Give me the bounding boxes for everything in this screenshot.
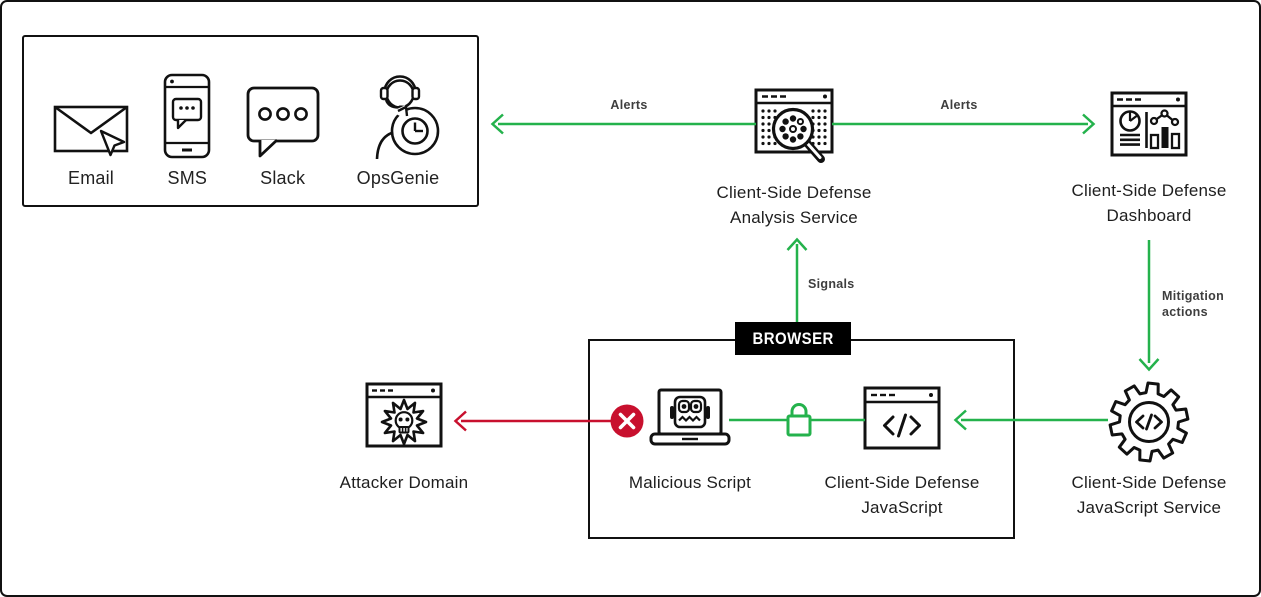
arrow-alerts-to-dashboard xyxy=(832,113,1096,135)
channel-opsgenie: OpsGenie xyxy=(353,67,443,189)
dashboard-label-line2: Dashboard xyxy=(1106,206,1192,225)
channel-sms: SMS xyxy=(162,73,212,189)
arrow-mitigation-actions xyxy=(1138,240,1160,372)
opsgenie-icon xyxy=(353,67,443,159)
alerts-right-label: Alerts xyxy=(940,98,978,112)
arrow-alerts-to-notifications xyxy=(490,113,756,135)
channel-sms-label: SMS xyxy=(167,168,208,188)
slack-icon xyxy=(245,85,321,159)
browser-tag-label: BROWSER xyxy=(752,328,834,348)
alerts-left-label: Alerts xyxy=(610,98,648,112)
dashboard-icon xyxy=(1109,90,1189,158)
csd-javascript-label-line2: JavaScript xyxy=(861,498,943,517)
browser-tag: BROWSER xyxy=(735,322,851,355)
csd-javascript-label-line1: Client-Side Defense xyxy=(824,473,980,492)
arrow-jsservice-to-javascript xyxy=(953,409,1108,431)
arrow-blocked-to-attacker xyxy=(453,410,624,432)
node-js-service: Client-Side Defense JavaScript Service xyxy=(1049,380,1249,520)
arrow-signals xyxy=(786,237,808,324)
attacker-domain-icon xyxy=(364,380,444,452)
analysis-service-label-line2: Analysis Service xyxy=(730,208,858,227)
channel-opsgenie-label: OpsGenie xyxy=(356,168,440,188)
channel-email-label: Email xyxy=(67,168,114,188)
code-window-icon xyxy=(863,386,941,450)
code-gear-icon xyxy=(1107,380,1191,464)
node-attacker-domain: Attacker Domain xyxy=(304,380,504,495)
lock-icon xyxy=(786,403,812,437)
channel-email: Email xyxy=(52,97,130,189)
attacker-domain-label: Attacker Domain xyxy=(339,473,469,492)
node-dashboard: Client-Side Defense Dashboard xyxy=(1049,90,1249,228)
node-malicious-script: Malicious Script xyxy=(590,388,790,495)
mitigation-actions-label: Mitigation actions xyxy=(1162,289,1225,319)
dashboard-label-line1: Client-Side Defense xyxy=(1071,181,1227,200)
blocked-x-icon xyxy=(610,404,644,438)
channel-slack-label: Slack xyxy=(260,168,306,188)
js-service-label-line1: Client-Side Defense xyxy=(1071,473,1227,492)
signals-label: Signals xyxy=(808,277,855,291)
node-csd-javascript: Client-Side Defense JavaScript xyxy=(802,386,1002,520)
malicious-script-label: Malicious Script xyxy=(628,473,752,492)
analysis-service-icon xyxy=(752,86,836,176)
node-analysis-service: Client-Side Defense Analysis Service xyxy=(694,86,894,230)
channel-slack: Slack xyxy=(245,85,321,189)
sms-icon xyxy=(162,73,212,159)
notification-channels-panel: Email SMS xyxy=(22,35,479,207)
js-service-label-line2: JavaScript Service xyxy=(1076,498,1222,517)
malicious-script-icon xyxy=(648,388,732,448)
analysis-service-label-line1: Client-Side Defense xyxy=(716,183,872,202)
email-icon xyxy=(52,97,130,159)
